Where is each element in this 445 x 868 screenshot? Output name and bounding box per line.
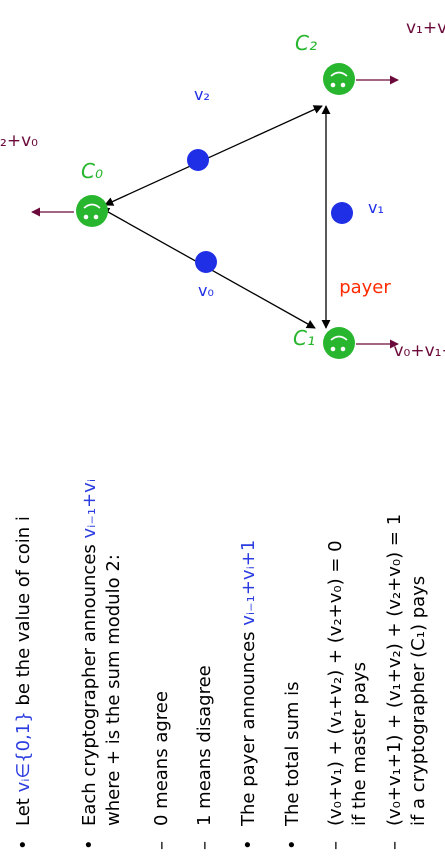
edge-c0-c2 bbox=[104, 105, 323, 206]
coin-label-v0: v₀ bbox=[198, 281, 214, 300]
announce-c0: v₂+v₀ bbox=[0, 131, 38, 151]
smiley-c2-icon bbox=[323, 63, 355, 95]
label-c1: C₁ bbox=[293, 326, 315, 350]
coin-label-v2: v₂ bbox=[194, 85, 210, 104]
smiley-c0-icon bbox=[76, 195, 108, 227]
coin-v1 bbox=[331, 202, 353, 224]
payer-label: payer bbox=[339, 277, 391, 298]
coin-v0 bbox=[195, 251, 217, 273]
announce-c1: v₀+v₁+1 bbox=[393, 341, 445, 361]
label-c0: C₀ bbox=[81, 159, 103, 183]
coin-label-v1: v₁ bbox=[368, 198, 384, 217]
smiley-c1-icon bbox=[323, 327, 355, 359]
announce-c2: v₁+v₂ bbox=[406, 18, 445, 38]
label-c2: C₂ bbox=[295, 31, 317, 55]
coin-v2 bbox=[187, 149, 209, 171]
